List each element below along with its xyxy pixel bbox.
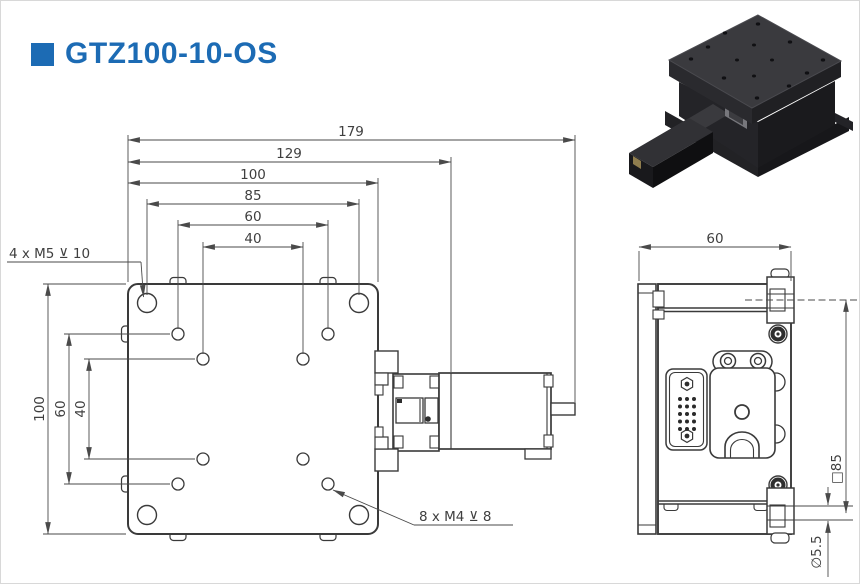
coupling-mark <box>397 399 402 403</box>
motor-body <box>438 372 552 450</box>
motor-pad <box>524 448 552 460</box>
product-photo <box>629 14 853 188</box>
mounting-holes-m4 <box>171 327 335 491</box>
annotation-m5: 4 x M5 ⊻ 10 <box>7 246 146 298</box>
dim-40-top: 40 <box>244 231 261 247</box>
dim-100-left: 100 <box>32 396 48 422</box>
svg-text:8 x M4 ⊻ 8: 8 x M4 ⊻ 8 <box>419 509 491 525</box>
side-top-plate <box>637 283 657 535</box>
dim-179: 179 <box>338 124 364 140</box>
dim-60-top: 60 <box>244 209 261 225</box>
svg-text:4 x M5 ⊻ 10: 4 x M5 ⊻ 10 <box>9 246 90 262</box>
coupling-dot <box>425 416 431 422</box>
center-bracket <box>709 367 776 459</box>
side-view-dimensions: 60 □85 ∅5.5 <box>638 231 858 577</box>
dim-pin-diameter: ∅5.5 <box>809 535 825 568</box>
motor-shaft <box>550 402 576 416</box>
dim-40-left: 40 <box>73 400 89 417</box>
bottom-clamp <box>766 487 795 544</box>
photo-top-plate <box>667 14 843 109</box>
annotation-m4: 8 x M4 ⊻ 8 <box>332 489 513 526</box>
dim-100-top: 100 <box>240 167 266 183</box>
dim-60-side: 60 <box>706 231 723 247</box>
page-title: GTZ100-10-OS <box>65 37 278 70</box>
plate-outline <box>127 283 379 535</box>
dim-85: 85 <box>244 188 261 204</box>
socket-screws <box>768 324 788 495</box>
page-header: GTZ100-10-OS <box>31 37 278 71</box>
dim-square-85: □85 <box>829 454 845 484</box>
motor-assembly <box>392 372 576 460</box>
top-clamp <box>766 268 795 324</box>
top-view-horizontal-dimensions: 179 129 100 85 60 40 <box>127 124 576 402</box>
dim-129: 129 <box>276 146 302 162</box>
dsub-connector <box>665 368 708 451</box>
top-view: 179 129 100 85 60 40 100 60 40 <box>7 124 576 542</box>
dim-60-left: 60 <box>53 400 69 417</box>
motor-shaft-tip <box>633 156 641 169</box>
top-view-vertical-dimensions: 100 60 40 <box>32 283 195 535</box>
photo-top-holes <box>688 22 826 100</box>
dsub-pins <box>678 397 696 431</box>
stage-side-blocks <box>374 350 399 472</box>
title-bullet-square <box>31 42 54 66</box>
side-view: 60 □85 ∅5.5 <box>637 231 858 577</box>
